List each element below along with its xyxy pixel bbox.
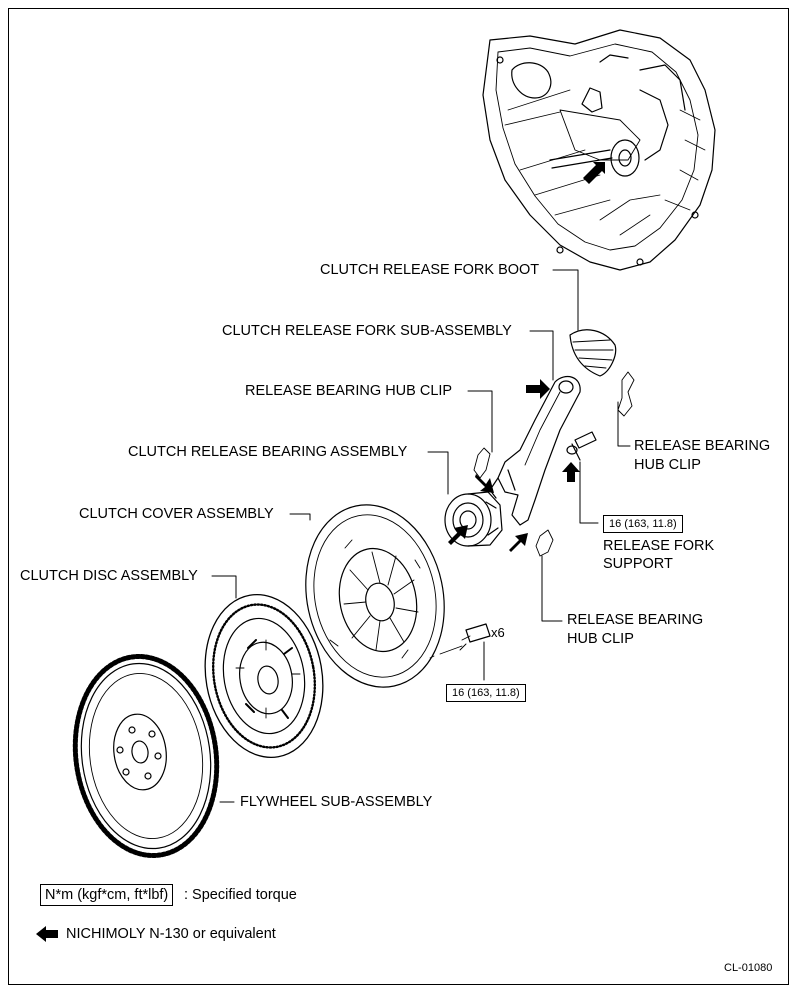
fork-support-bolt — [566, 431, 597, 461]
label-clutch-disc-assembly: CLUTCH DISC ASSEMBLY — [20, 568, 198, 584]
label-release-fork-support-line1: RELEASE FORK — [603, 538, 715, 554]
legend-torque-description: : Specified torque — [184, 887, 297, 903]
torque-box-fork-support: 16 (163, 11.8) — [603, 515, 683, 533]
label-hub-clip-right-line1: RELEASE BEARING — [634, 438, 771, 454]
flywheel — [72, 653, 220, 859]
label-hub-clip-bottom-line1: RELEASE BEARING — [567, 612, 704, 628]
clutch-disc — [204, 593, 324, 759]
torque-box-cover-bolts: 16 (163, 11.8) — [446, 684, 526, 702]
bolt-count: x6 — [491, 625, 505, 640]
grease-arrows — [448, 379, 580, 552]
label-release-fork-support-line2: SUPPORT — [603, 556, 673, 572]
transaxle-housing — [482, 29, 716, 271]
release-bearing — [444, 491, 503, 547]
label-hub-clip-right-line2: HUB CLIP — [634, 457, 701, 473]
legend-torque-unit: N*m (kgf*cm, ft*lbf) — [40, 884, 174, 906]
release-fork — [489, 375, 581, 526]
cover-bolt — [459, 623, 491, 651]
legend-arrow-icon — [36, 926, 58, 942]
label-clutch-release-fork-boot: CLUTCH RELEASE FORK BOOT — [320, 262, 540, 278]
clutch-cover — [305, 504, 445, 688]
label-clutch-cover-assembly: CLUTCH COVER ASSEMBLY — [79, 506, 274, 522]
diagram-frame — [8, 8, 789, 985]
label-hub-clip-bottom-line2: HUB CLIP — [567, 631, 634, 647]
figure-code: CL-01080 — [724, 962, 773, 974]
label-clutch-release-fork-sub-assembly: CLUTCH RELEASE FORK SUB-ASSEMBLY — [222, 323, 512, 339]
label-release-bearing-hub-clip-top: RELEASE BEARING HUB CLIP — [245, 383, 453, 399]
label-flywheel-sub-assembly: FLYWHEEL SUB-ASSEMBLY — [240, 794, 433, 810]
label-clutch-release-bearing-assembly: CLUTCH RELEASE BEARING ASSEMBLY — [128, 444, 408, 460]
legend-grease-description: NICHIMOLY N-130 or equivalent — [66, 926, 276, 942]
leader-lines — [211, 269, 631, 803]
fork-boot — [569, 329, 617, 377]
